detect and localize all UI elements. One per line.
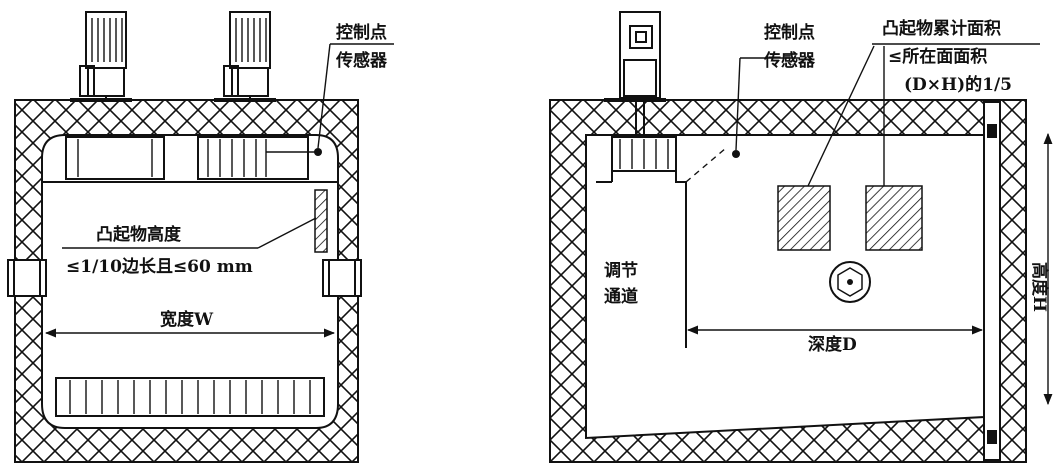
height-label: 高度H <box>1029 262 1050 312</box>
right-figure: 控制点 传感器 深度D 调节 通道 凸起物累计面积 ≤所在面面积 (D×H)的1… <box>549 11 1053 463</box>
area-label-2: ≤所在面面积 <box>888 46 987 67</box>
left-sensor-label-2: 传感器 <box>335 50 388 71</box>
right-door <box>983 101 1001 461</box>
left-sensor-dot <box>314 148 322 156</box>
left-sensor-label-1: 控制点 <box>336 22 387 43</box>
left-protrusion <box>314 189 328 253</box>
left-protrusion-label-1: 凸起物高度 <box>96 224 182 245</box>
right-sensor-label-1: 控制点 <box>764 22 815 43</box>
right-sensor-label-2: 传感器 <box>763 50 816 71</box>
width-label: 宽度W <box>160 309 214 330</box>
sensor-dashed-line <box>685 147 727 183</box>
left-top-fan-right <box>197 136 316 180</box>
area-leader-1 <box>807 45 875 187</box>
left-figure: 控制点 传感器 凸起物高度 ≤1/10边长且≤60 mm 宽度W <box>7 11 394 463</box>
right-sensor-dot <box>732 150 740 158</box>
right-protrusion-1 <box>777 185 831 251</box>
right-protrusion-2 <box>865 185 923 251</box>
left-bottom-heater <box>55 377 325 417</box>
depth-label: 深度D <box>808 334 857 355</box>
left-motor-1 <box>70 11 132 102</box>
left-hinge-right <box>322 259 362 297</box>
left-hinge-left <box>7 259 47 297</box>
left-sensor-leader <box>317 43 331 149</box>
left-protrusion-leader <box>257 217 317 249</box>
area-label-3: (D×H)的1/5 <box>904 74 1012 95</box>
area-label-1: 凸起物累计面积 <box>882 18 1001 39</box>
channel-label-2: 通道 <box>604 286 638 307</box>
right-fan <box>596 136 677 183</box>
right-motor <box>604 11 666 135</box>
left-protrusion-label-2: ≤1/10边长且≤60 mm <box>66 256 253 277</box>
left-top-fan-left <box>65 136 165 180</box>
left-motor-2 <box>214 11 276 102</box>
right-sensor-leader <box>735 57 741 151</box>
right-nozzle <box>829 261 871 303</box>
channel-label-1: 调节 <box>604 260 638 281</box>
channel-partition <box>675 171 687 348</box>
